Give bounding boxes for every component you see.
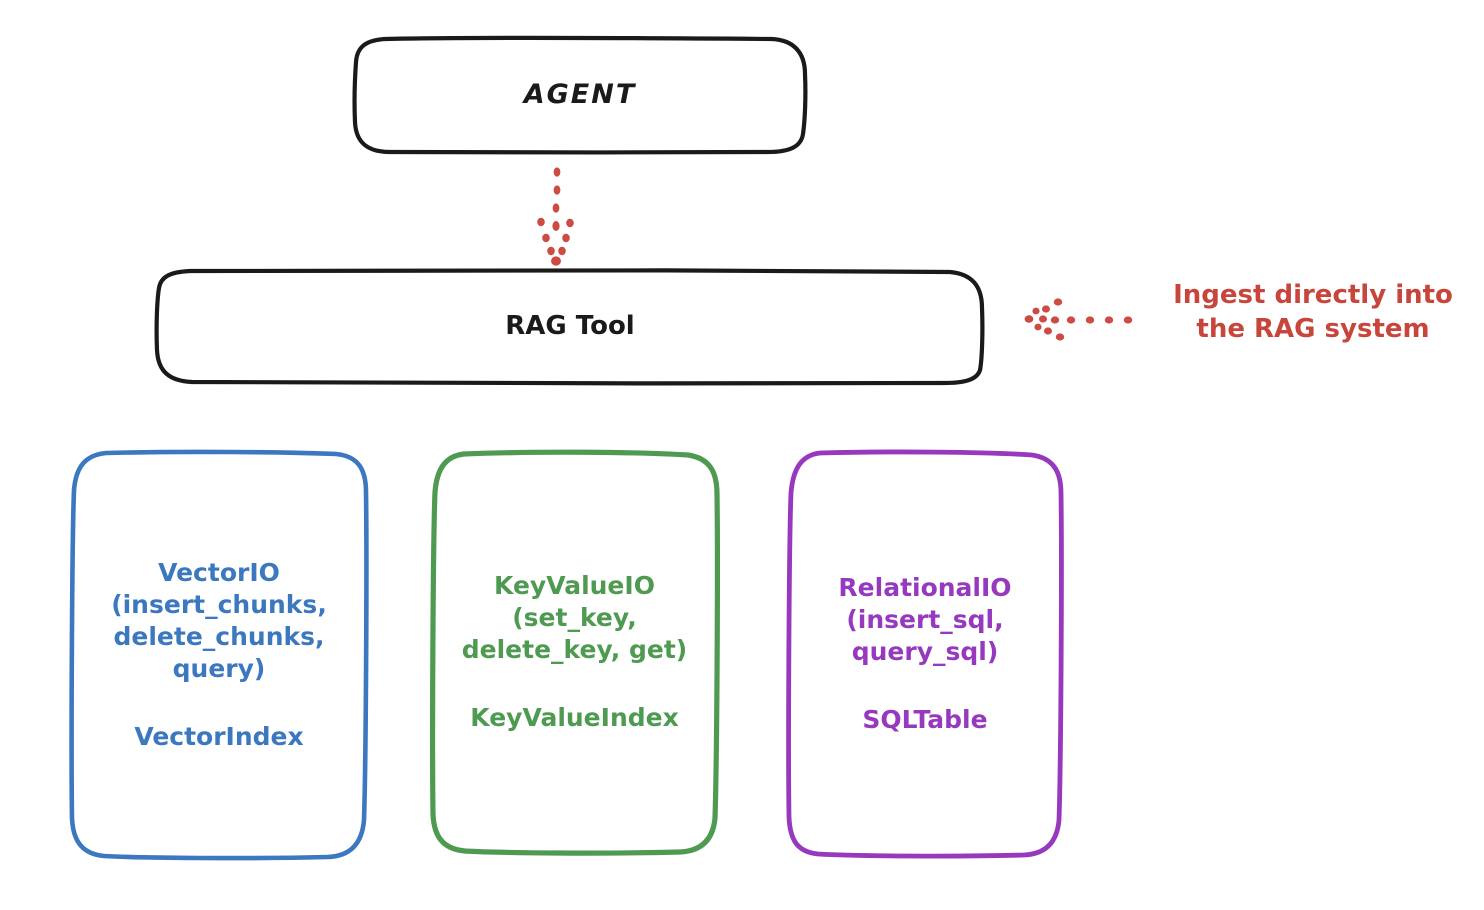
ingest-dotted-arrow [1024, 298, 1133, 341]
agent-to-rag-tool-arrow [537, 167, 574, 266]
rag-tool-label: RAG Tool [505, 310, 635, 341]
relational-io-box-outline [786, 449, 1064, 859]
key-value-index-label: KeyValueIndex [470, 703, 679, 732]
vector-io-box-outline [69, 449, 369, 861]
ingest-annotation-line-2: the RAG system [1196, 314, 1430, 345]
relational-io-node[interactable]: RelationalIO (insert_sql, query_sql) SQL… [789, 452, 1061, 855]
rag-tool-node[interactable]: RAG Tool [157, 270, 983, 383]
rag-tool-box-outline [154, 267, 985, 386]
vector-io-label: VectorIO (insert_chunks, delete_chunks, … [111, 557, 327, 683]
sql-table-label: SQLTable [862, 704, 988, 734]
agent-box-outline [352, 35, 808, 155]
agent-node[interactable]: AGENT [355, 38, 805, 153]
key-value-io-box-outline [430, 449, 720, 856]
ingest-annotation-line-1: Ingest directly into [1173, 280, 1453, 310]
key-value-io-label: KeyValueIO (set_key, delete_key, get) [461, 571, 688, 664]
relational-io-label: RelationalIO (insert_sql, query_sql) [838, 572, 1012, 666]
key-value-io-node[interactable]: KeyValueIO (set_key, delete_key, get) Ke… [432, 452, 717, 852]
agent-label: AGENT [523, 79, 637, 111]
vector-io-node[interactable]: VectorIO (insert_chunks, delete_chunks, … [72, 452, 366, 857]
vector-index-label: VectorIndex [134, 721, 304, 751]
ingest-annotation: Ingest directly into the RAG system [1148, 278, 1478, 347]
